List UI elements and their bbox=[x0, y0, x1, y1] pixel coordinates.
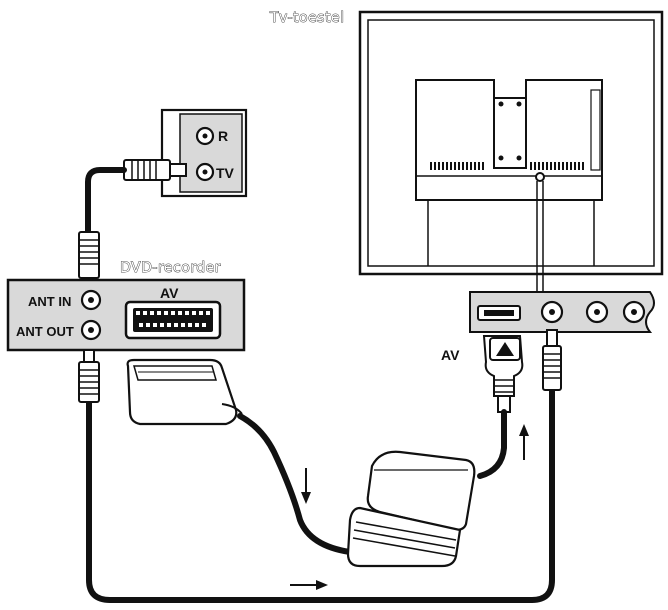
dvd-recorder-label: DVD-recorder bbox=[120, 260, 221, 276]
tv-antenna-pin bbox=[549, 309, 555, 315]
scart-cable-tv bbox=[477, 409, 507, 479]
ant-out-label: ANT OUT bbox=[16, 324, 74, 339]
scart-adapter bbox=[346, 450, 476, 568]
tv-label: Tv-toestel bbox=[269, 10, 344, 26]
scart-cable bbox=[237, 413, 353, 555]
dvd-ant-out-plug bbox=[78, 349, 100, 403]
tv-set bbox=[358, 10, 664, 295]
tv-scart-pins bbox=[484, 310, 514, 316]
wall-antenna-outlet bbox=[160, 108, 248, 198]
tv-side-slot bbox=[590, 89, 601, 171]
dvd-recorder-panel bbox=[6, 278, 246, 352]
tv-screw bbox=[516, 101, 522, 107]
tv-screw bbox=[498, 101, 504, 107]
dvd-av-label: AV bbox=[160, 285, 179, 301]
tv-vent-right bbox=[530, 162, 584, 170]
up-arrow-icon bbox=[519, 424, 529, 460]
tv-cable-exit bbox=[535, 172, 545, 182]
dvd-ant-in-plug bbox=[78, 231, 100, 289]
tv-socket-pin bbox=[631, 309, 637, 315]
tv-vent-left bbox=[430, 162, 484, 170]
dvd-scart-plug bbox=[126, 358, 243, 426]
right-arrow-icon bbox=[290, 580, 328, 590]
tv-stand bbox=[427, 200, 595, 266]
down-arrow-icon bbox=[301, 468, 311, 504]
tv-antenna-plug bbox=[542, 329, 562, 391]
tv-screw bbox=[516, 155, 522, 161]
antenna-cable-out bbox=[86, 390, 555, 603]
tv-av-label: AV bbox=[441, 347, 460, 363]
tv-connector-panel bbox=[469, 291, 655, 333]
tv-scart-plug bbox=[482, 335, 524, 413]
wall-antenna-plug bbox=[123, 159, 187, 181]
ant-in-label: ANT IN bbox=[28, 294, 71, 309]
antenna-cable-in bbox=[85, 167, 127, 235]
tv-socket-pin bbox=[594, 309, 600, 315]
up-triangle-icon bbox=[496, 342, 514, 356]
wall-tv-label: TV bbox=[216, 165, 235, 181]
wall-r-label: R bbox=[218, 128, 228, 144]
tv-screw bbox=[498, 155, 504, 161]
